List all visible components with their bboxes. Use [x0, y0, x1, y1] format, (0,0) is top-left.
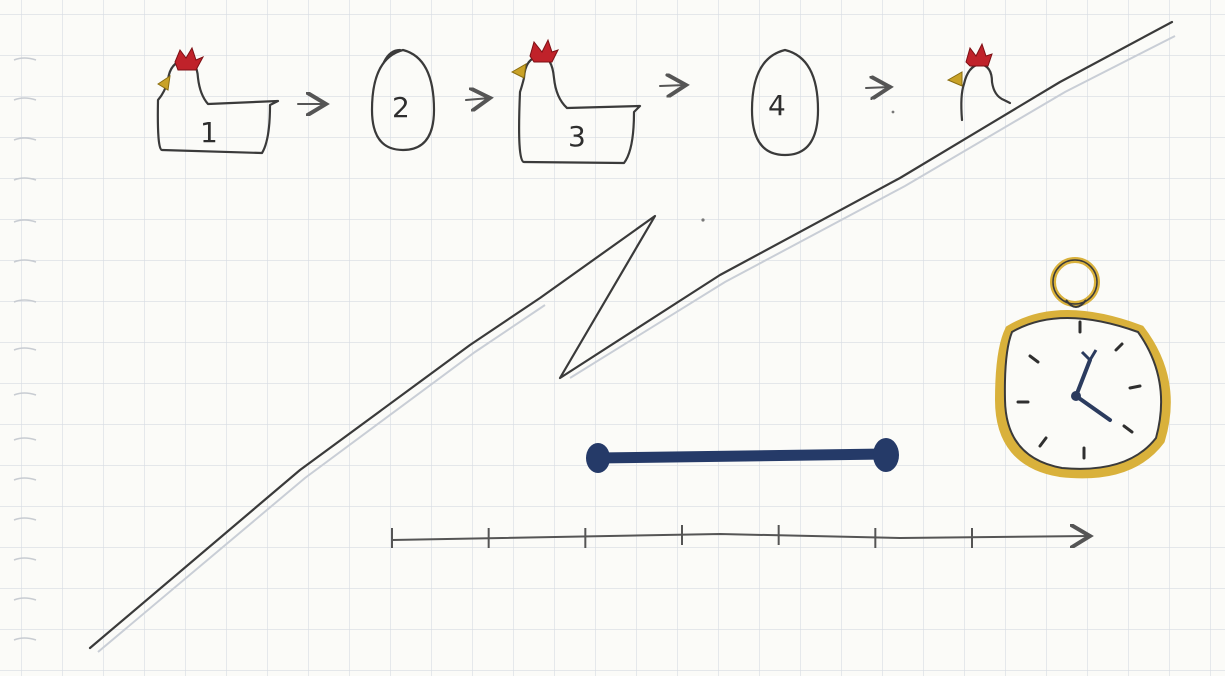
stage-number-1: 1	[200, 116, 218, 149]
stage-number-3: 3	[568, 120, 586, 153]
timeline-ticks	[391, 525, 973, 548]
stage-number-2: 2	[392, 91, 410, 124]
diagonal-line-shadow	[97, 35, 1176, 653]
egg-icon: 4	[750, 48, 820, 157]
arrow-right-icon	[659, 85, 686, 86]
chicken-icon: 1	[156, 46, 280, 155]
chicken-icon: 3	[510, 38, 642, 165]
duration-bar-icon	[586, 438, 899, 473]
stage-number-4: 4	[768, 89, 786, 122]
pencil-dot	[891, 110, 895, 114]
pocket-watch-icon	[994, 257, 1171, 479]
arrow-right-icon	[465, 98, 490, 100]
timeline-axis	[391, 525, 1090, 548]
chicken-icon	[946, 42, 1012, 122]
pencil-dot	[701, 218, 705, 222]
notebook-edge-marks	[13, 57, 37, 641]
egg-icon: 2	[370, 48, 436, 152]
broken-diagonal-line	[88, 20, 1174, 650]
arrow-right-icon	[865, 87, 890, 88]
